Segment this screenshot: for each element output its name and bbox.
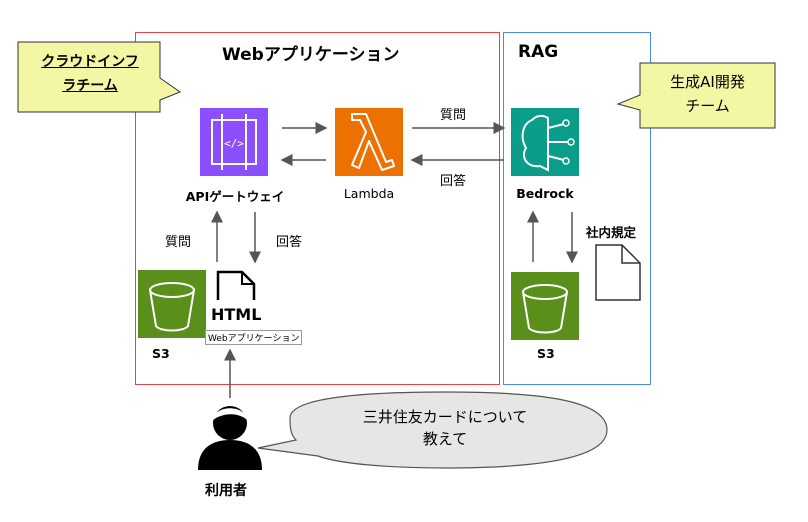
html-label: HTML [211, 305, 262, 324]
lambda-icon [335, 108, 403, 176]
genai-team-line1: 生成AI開発 [670, 73, 745, 91]
bedrock-icon [511, 108, 579, 176]
genai-team-callout [616, 62, 776, 129]
lambda-label: Lambda [343, 186, 395, 201]
s3-rag-label: S3 [537, 346, 555, 361]
user-label: 利用者 [205, 483, 247, 499]
api-gateway-icon: </> [200, 108, 268, 176]
s3-web-label: S3 [152, 346, 170, 361]
html-file-icon [216, 270, 256, 300]
edge-label-answer: 回答 [276, 235, 303, 250]
web-application-title: Webアプリケーション [222, 45, 400, 65]
web-application-group [135, 32, 500, 385]
document-icon [595, 244, 641, 301]
svg-text:</>: </> [224, 137, 244, 150]
edge-label-answer: 回答 [440, 174, 467, 189]
s3-bucket-icon [511, 272, 579, 340]
cloud-team-line2: ラチーム [62, 78, 118, 94]
cloud-team-callout [17, 41, 182, 113]
internal-rules-label: 社内規定 [586, 225, 637, 240]
speech-bubble-text: 三井住友カードについて 教えて [320, 406, 570, 450]
s3-bucket-icon [138, 270, 206, 338]
speech-line2: 教えて [422, 430, 468, 448]
speech-line1: 三井住友カードについて [362, 408, 528, 426]
genai-team-line2: チーム [685, 97, 730, 115]
rag-title: RAG [518, 42, 559, 62]
cloud-team-label: クラウドインフ ラチーム [22, 50, 158, 98]
speech-bubble [257, 391, 608, 469]
rag-group [503, 32, 651, 385]
cloud-team-line1: クラウドインフ [41, 54, 139, 70]
bedrock-label: Bedrock [516, 186, 574, 201]
genai-team-label: 生成AI開発 チーム [642, 70, 773, 118]
api-gateway-label: APIゲートウェイ [185, 189, 285, 204]
user-icon [198, 406, 262, 470]
edge-label-question: 質問 [440, 108, 467, 123]
html-caption: Webアプリケーション [205, 330, 303, 345]
edge-label-question: 質問 [165, 235, 192, 250]
